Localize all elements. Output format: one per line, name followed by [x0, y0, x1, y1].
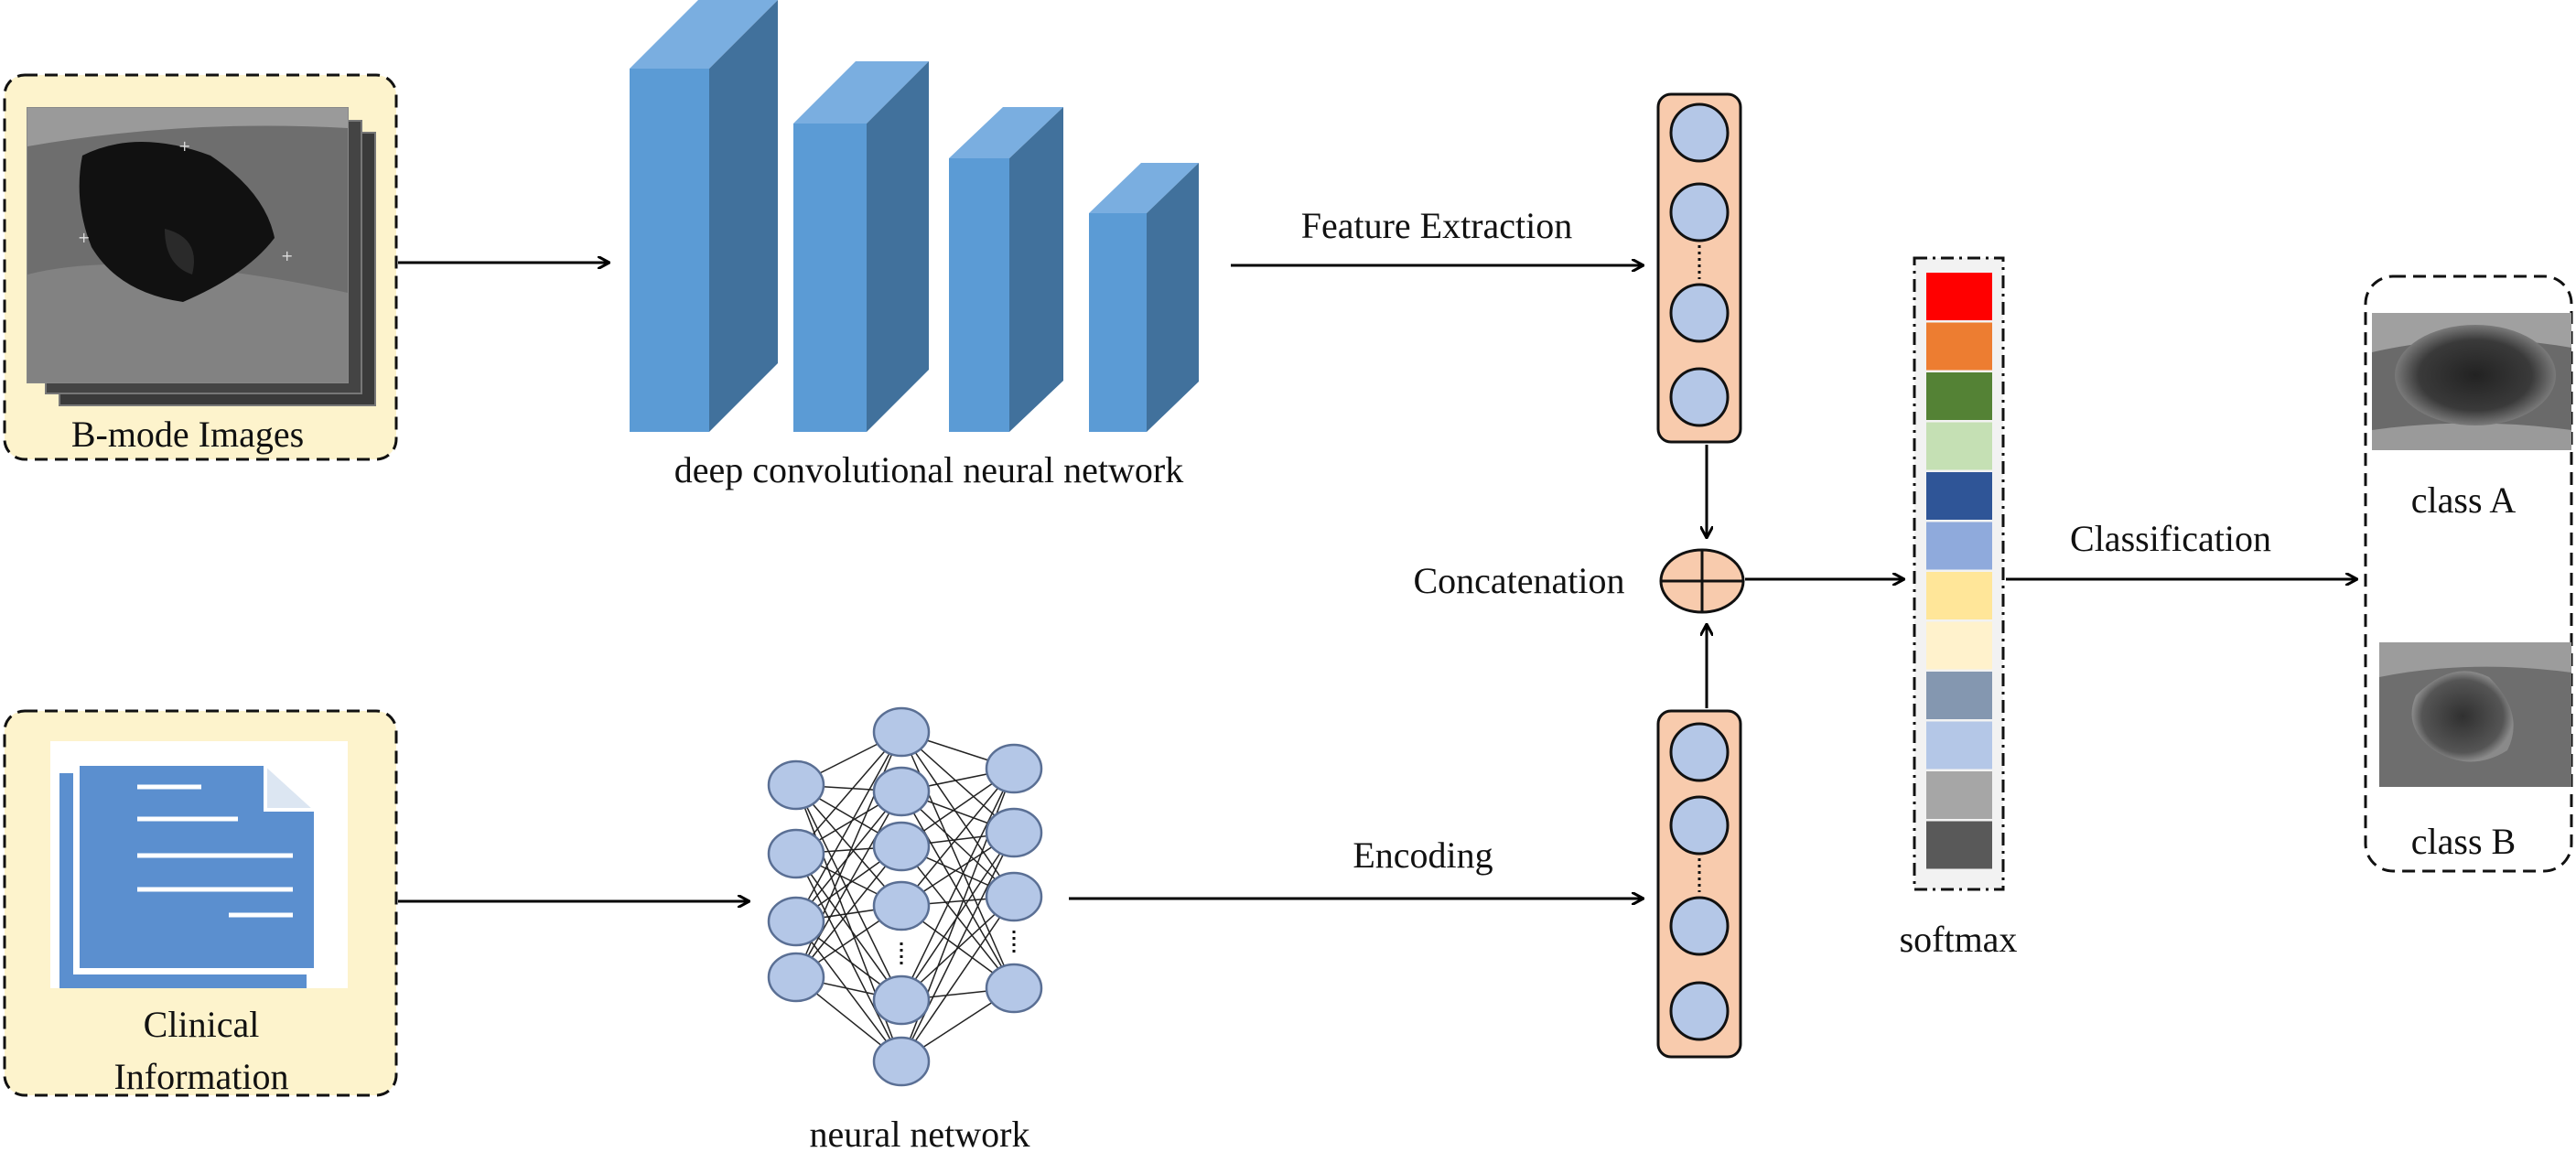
softmax-cells	[1926, 273, 1992, 869]
nn-node-l1-1	[767, 759, 825, 811]
softmax-layer: softmax	[1900, 256, 2018, 960]
class-b-image	[2379, 642, 2571, 787]
class-a-image	[2372, 313, 2571, 450]
nn-node-l3-3	[985, 871, 1043, 922]
b-mode-images-label: B-mode Images	[71, 414, 304, 455]
neural-network-label: neural network	[809, 1114, 1029, 1152]
cnn-block-4	[1089, 163, 1199, 432]
deep-cnn-label: deep convolutional neural network	[674, 449, 1183, 490]
image-feature-vector	[1656, 92, 1742, 444]
output-classes-panel: class A class B	[2364, 275, 2573, 873]
nn-node-l1-4	[767, 952, 825, 1003]
clinical-information-panel: Clinical Information	[3, 709, 398, 1097]
cnn-block-2	[793, 61, 929, 432]
document-icon	[50, 741, 348, 988]
cnn-block-3	[949, 107, 1063, 432]
softmax-cell-1	[1926, 273, 1992, 320]
softmax-cell-10	[1926, 721, 1992, 770]
clinical-label-line1: Clinical	[144, 1004, 260, 1045]
softmax-cell-4	[1926, 422, 1992, 470]
nn-nodes	[767, 706, 1043, 1087]
classification-label: Classification	[2070, 518, 2271, 559]
nn-node-l2-2	[872, 766, 931, 817]
nn-node-l3-1	[985, 743, 1043, 794]
clinical-label-line2: Information	[113, 1056, 288, 1097]
encoding-label: Encoding	[1353, 834, 1493, 876]
softmax-cell-3	[1926, 372, 1992, 420]
neural-network: neural network	[767, 706, 1043, 1152]
cnn-block-1	[630, 0, 778, 432]
svg-text:+: +	[178, 137, 190, 155]
softmax-cell-6	[1926, 522, 1992, 570]
softmax-label: softmax	[1900, 919, 2018, 960]
nn-node-l3-2	[985, 807, 1043, 858]
nn-node-l2-1	[872, 706, 931, 758]
feature-extraction-label: Feature Extraction	[1301, 205, 1573, 246]
nn-node-l1-3	[767, 896, 825, 947]
softmax-cell-2	[1926, 322, 1992, 371]
b-mode-images-panel: + + + B-mode Images	[3, 73, 398, 461]
softmax-cell-12	[1926, 821, 1992, 869]
nn-node-l2-5	[872, 974, 931, 1026]
softmax-cell-7	[1926, 572, 1992, 619]
nn-node-l2-3	[872, 821, 931, 872]
softmax-cell-8	[1926, 621, 1992, 670]
class-a-label: class A	[2411, 479, 2517, 521]
svg-text:+: +	[281, 247, 293, 264]
nn-node-l2-4	[872, 880, 931, 931]
softmax-cell-9	[1926, 672, 1992, 719]
clinical-feature-vector	[1656, 709, 1742, 1059]
ultrasound-image-stack: + + +	[27, 107, 376, 406]
svg-text:+: +	[78, 229, 90, 246]
softmax-cell-11	[1926, 771, 1992, 819]
class-b-label: class B	[2411, 821, 2516, 862]
nn-node-l3-4	[985, 963, 1043, 1014]
nn-node-l1-2	[767, 828, 825, 879]
softmax-cell-5	[1926, 472, 1992, 520]
concatenation-label: Concatenation	[1413, 560, 1624, 601]
cnn-blocks: deep convolutional neural network	[630, 0, 1199, 490]
concatenation-node	[1659, 548, 1745, 614]
nn-node-l2-6	[872, 1036, 931, 1087]
